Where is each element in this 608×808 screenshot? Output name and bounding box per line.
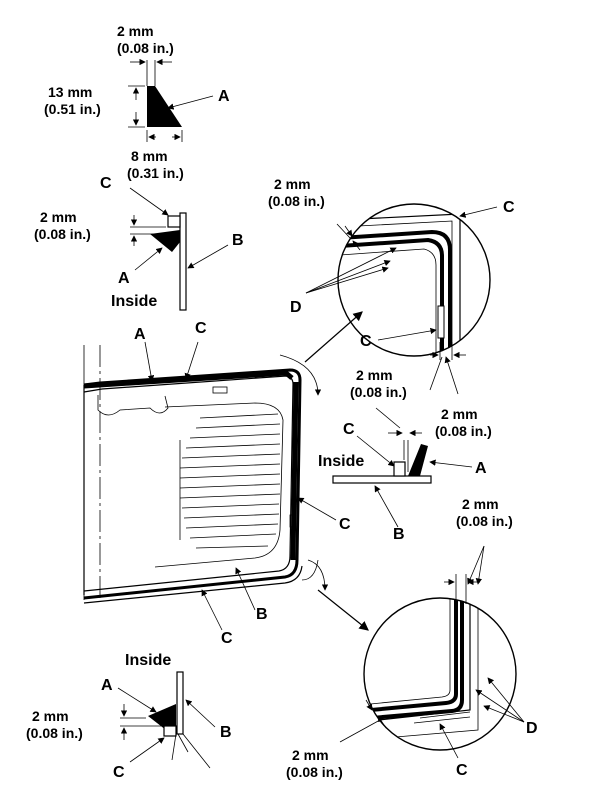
- adhesive-bead-left: [150, 230, 180, 252]
- right-section-detail: [332, 407, 473, 528]
- upper-right-gap-mm: 2 mm: [356, 367, 393, 383]
- callout-c-lower: C: [456, 762, 468, 779]
- windshield: [83, 345, 329, 604]
- left-gap-mm: 2 mm: [40, 209, 77, 225]
- callout-c-main-bottom: C: [221, 630, 233, 647]
- bead-profile-detail: [128, 58, 214, 142]
- defroster-lines: [179, 413, 281, 549]
- base-dim-in: (0.31 in.): [127, 165, 184, 181]
- callout-a-top: A: [218, 88, 230, 105]
- inside-label-right: Inside: [318, 453, 364, 470]
- callout-b-left: B: [232, 232, 244, 249]
- bottom-left-section-detail: [117, 671, 216, 769]
- spacer-c-left: [167, 215, 181, 228]
- windshield-outer-bead: [83, 368, 302, 600]
- width-dim-mm: 2 mm: [117, 23, 154, 39]
- callout-c-left: C: [100, 175, 112, 192]
- lower-gap-in: (0.08 in.): [286, 764, 343, 780]
- spacer-c-bottom: [163, 725, 177, 737]
- lower-top-gap-in: (0.08 in.): [456, 513, 513, 529]
- left-section-detail: [129, 187, 229, 311]
- callout-d-upper: D: [290, 299, 302, 316]
- callout-c-upper-inner: C: [360, 333, 372, 350]
- callout-a-main: A: [134, 326, 146, 343]
- adhesive-bead-bottom: [148, 704, 176, 730]
- lower-top-gap-mm: 2 mm: [462, 496, 499, 512]
- spacer-c-right: [393, 461, 406, 477]
- callout-a-right: A: [475, 460, 487, 477]
- callout-c-bottom: C: [113, 764, 125, 781]
- width-dim-in: (0.08 in.): [117, 40, 174, 56]
- upper-gap-in: (0.08 in.): [268, 193, 325, 209]
- adhesive-bead-triangle: [147, 86, 182, 127]
- left-gap-in: (0.08 in.): [34, 226, 91, 242]
- callout-b-bottom: B: [220, 724, 232, 741]
- callout-c-upper: C: [503, 199, 515, 216]
- defroster-grid-area: [154, 402, 284, 568]
- base-dim-mm: 8 mm: [131, 148, 168, 164]
- callout-c-main-top: C: [195, 320, 207, 337]
- inside-label-left: Inside: [111, 293, 157, 310]
- callout-c-right: C: [343, 421, 355, 438]
- upper-gap-mm: 2 mm: [274, 176, 311, 192]
- callout-b-main: B: [256, 606, 268, 623]
- upper-corner-magnifier: [304, 203, 491, 363]
- lower-corner-magnifier: [317, 589, 517, 751]
- lower-right-gap-mm: 2 mm: [441, 406, 478, 422]
- bottom-gap-mm: 2 mm: [32, 708, 69, 724]
- callout-d-lower: D: [526, 720, 538, 737]
- adhesive-bead-right: [408, 444, 428, 476]
- callout-c-main-right: C: [339, 516, 351, 533]
- bottom-gap-in: (0.08 in.): [26, 725, 83, 741]
- windshield-inner-edge: [83, 375, 294, 592]
- callout-b-right: B: [393, 526, 405, 543]
- height-dim-in: (0.51 in.): [44, 101, 101, 117]
- inside-label-bottom: Inside: [125, 652, 171, 669]
- callout-a-left: A: [118, 270, 130, 287]
- lower-gap-mm: 2 mm: [292, 747, 329, 763]
- height-dim-mm: 13 mm: [48, 84, 92, 100]
- callout-a-bottom: A: [101, 677, 113, 694]
- lower-right-gap-in: (0.08 in.): [435, 423, 492, 439]
- upper-right-gap-in: (0.08 in.): [350, 384, 407, 400]
